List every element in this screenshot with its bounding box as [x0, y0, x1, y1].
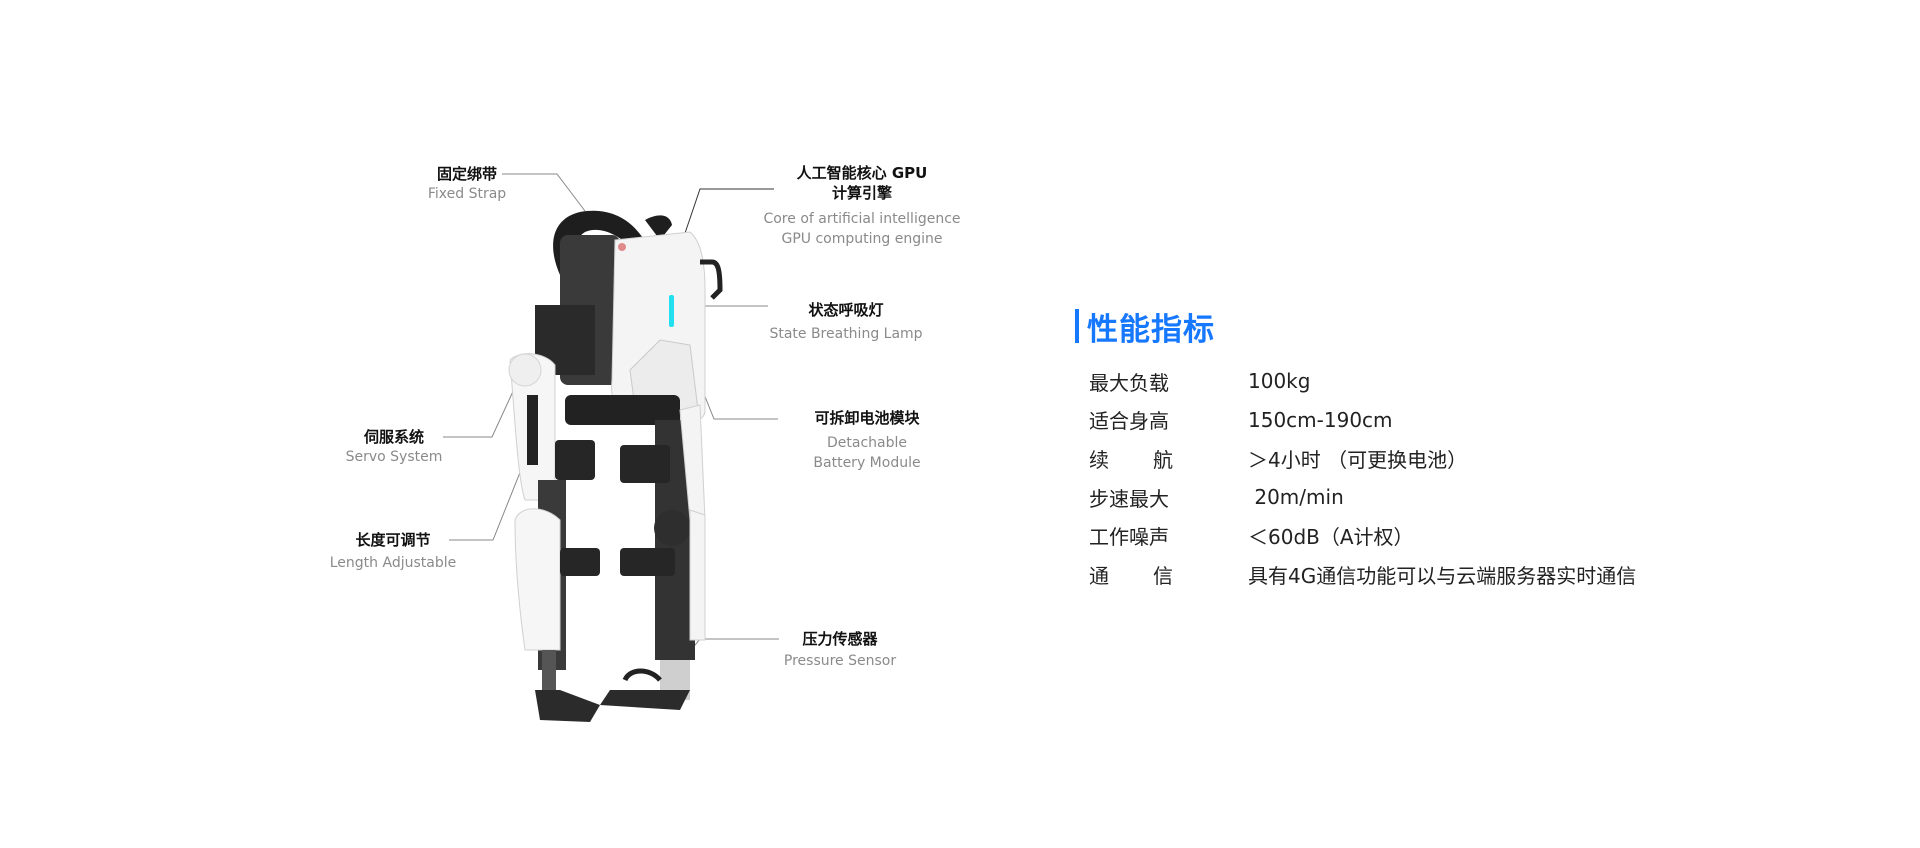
- callout-cn: 状态呼吸灯: [808, 301, 884, 319]
- spec-value: 20m/min: [1248, 485, 1344, 510]
- spec-label: 通信: [1089, 560, 1173, 589]
- callout-pressure: 压力传感器 Pressure Sensor: [784, 629, 896, 671]
- callout-cn: 可拆卸电池模块: [814, 409, 920, 427]
- spec-row: 工作噪声 ＜60dB（A计权）: [1089, 516, 1636, 555]
- callout-en: Length Adjustable: [329, 555, 457, 571]
- specs-title: 性能指标: [1087, 311, 1215, 348]
- callout-cn: 伺服系统: [363, 428, 425, 446]
- spec-label-part: 通: [1089, 563, 1109, 588]
- callout-en: State Breathing Lamp: [769, 326, 923, 342]
- accent-bar: [1075, 309, 1079, 343]
- spec-label-part: 信: [1153, 563, 1173, 588]
- callout-cn: 长度可调节: [355, 531, 431, 549]
- spec-row: 最大负载 100kg: [1089, 362, 1636, 401]
- callout-cn: 计算引擎: [831, 184, 892, 202]
- callout-gpu: 人工智能核心 GPU 计算引擎 Core of artificial intel…: [763, 163, 960, 249]
- callout-en: GPU computing engine: [781, 231, 943, 247]
- spec-label: 续航: [1089, 444, 1173, 473]
- spec-label: 步速最大: [1089, 486, 1169, 511]
- callout-fixed-strap: 固定绑带 Fixed Strap: [428, 164, 506, 204]
- spec-value: 具有4G通信功能可以与云端服务器实时通信: [1248, 563, 1637, 588]
- spec-row: 步速最大 20m/min: [1089, 478, 1636, 517]
- callout-lamp: 状态呼吸灯 State Breathing Lamp: [769, 300, 922, 344]
- spec-label: 工作噪声: [1089, 525, 1169, 550]
- spec-row: 通信具有4G通信功能可以与云端服务器实时通信: [1089, 555, 1636, 594]
- callout-cn: 人工智能核心 GPU: [796, 164, 928, 182]
- spec-value: ＜60dB（A计权）: [1248, 525, 1414, 550]
- spec-label-part: 续: [1089, 447, 1109, 472]
- callout-en: Servo System: [345, 449, 443, 465]
- spec-value: ＞4小时 （可更换电池）: [1248, 447, 1468, 472]
- spec-label: 最大负载: [1089, 370, 1169, 395]
- callout-cn: 压力传感器: [802, 630, 878, 648]
- spec-value: 150cm-190cm: [1248, 407, 1393, 432]
- callout-battery: 可拆卸电池模块 Detachable Battery Module: [813, 408, 920, 473]
- callout-cn: 固定绑带: [436, 165, 498, 183]
- spec-row: 适合身高 150cm-190cm: [1089, 401, 1636, 440]
- callout-en: Fixed Strap: [427, 186, 507, 202]
- spec-label-part: 航: [1153, 447, 1173, 472]
- spec-value: 100kg: [1248, 369, 1311, 394]
- callout-en: Battery Module: [813, 455, 921, 471]
- callout-length: 长度可调节 Length Adjustable: [330, 530, 456, 573]
- callout-en: Pressure Sensor: [783, 653, 897, 669]
- spec-label: 适合身高: [1089, 409, 1169, 434]
- callout-en: Detachable: [826, 435, 907, 451]
- specs-heading: 性能指标: [1075, 308, 1215, 348]
- callout-en: Core of artificial intelligence: [763, 211, 961, 227]
- callout-servo: 伺服系统 Servo System: [346, 427, 443, 467]
- breathing-lamp: [669, 295, 674, 327]
- spec-row: 续航＞4小时 （可更换电池）: [1089, 439, 1636, 478]
